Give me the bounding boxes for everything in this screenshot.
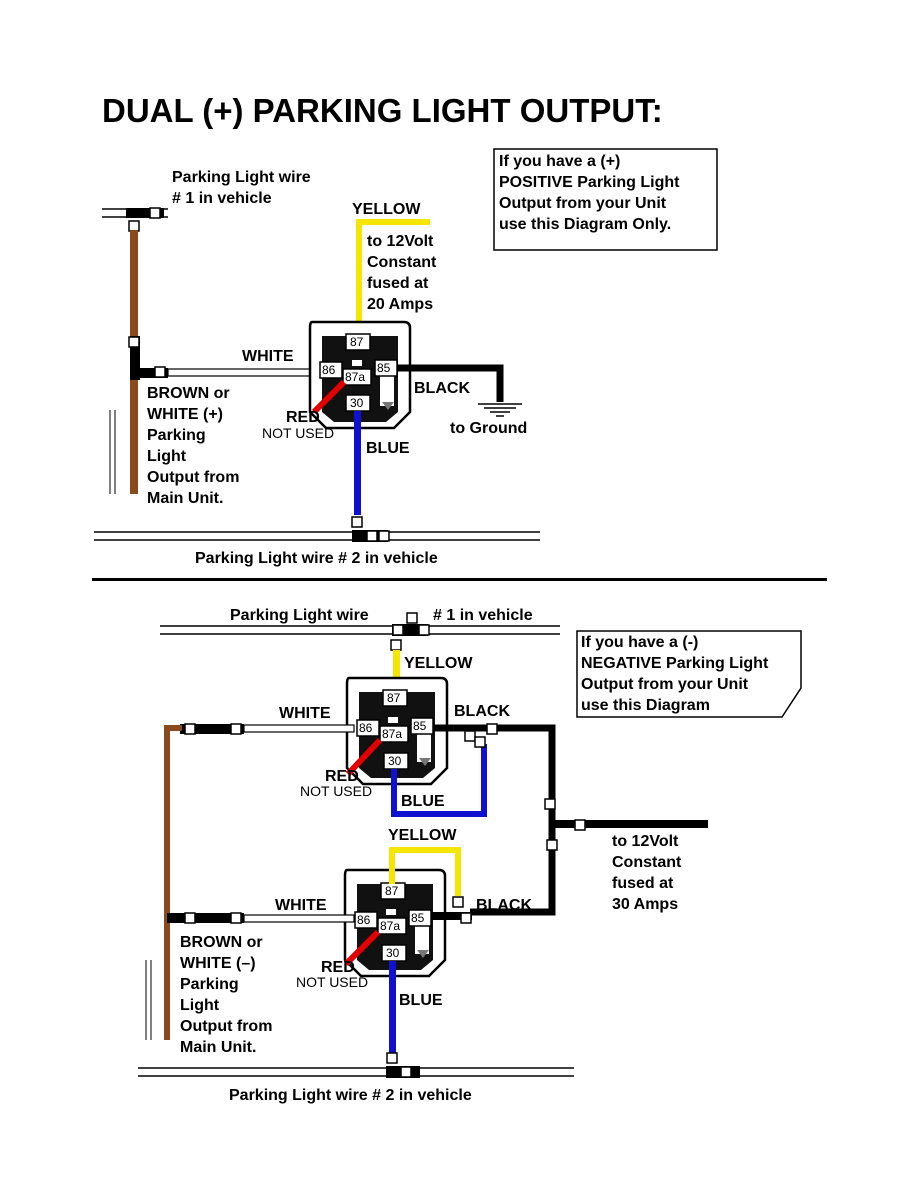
black-label: BLACK <box>414 380 470 397</box>
b-wire1-right-label: # 1 in vehicle <box>433 607 533 624</box>
yellow-label: YELLOW <box>352 201 421 218</box>
negative-note-line2: NEGATIVE Parking Light <box>581 655 769 672</box>
red-label: RED <box>286 409 320 426</box>
r1-pin-86: 86 <box>359 721 373 735</box>
positive-note-line3: Output from your Unit <box>499 195 667 212</box>
brown-label-line3: Parking <box>147 427 206 444</box>
b-supply-line1: to 12Volt <box>612 833 679 850</box>
b-supply-line4: 30 Amps <box>612 896 678 913</box>
r2-not-used-label: NOT USED <box>296 974 368 990</box>
section-divider <box>92 578 827 581</box>
r1-white-label: WHITE <box>279 705 331 722</box>
pin-87a: 87a <box>345 370 365 384</box>
red-wire <box>311 379 347 415</box>
r2-red-label: RED <box>321 959 355 976</box>
bottom-diagram: 87 86 87a 85 30 87 <box>138 607 802 1104</box>
b-brown-line2: WHITE (–) <box>180 955 256 972</box>
r1-yellow-label: YELLOW <box>404 655 473 672</box>
pin-86: 86 <box>322 363 336 377</box>
blue-wire <box>354 411 361 515</box>
yellow-wire <box>356 219 430 338</box>
r2-yellow-wire <box>389 847 461 896</box>
b-wire1-left-label: Parking Light wire <box>230 607 369 624</box>
top-diagram: 87 86 87a 85 30 Parking Light wire # 1 i… <box>94 148 718 567</box>
r2-pin-30: 30 <box>386 946 400 960</box>
brown-wire-bottom <box>164 725 182 1040</box>
r2-pin-86: 86 <box>357 913 371 927</box>
black-bus-wire <box>434 724 556 916</box>
b-brown-line1: BROWN or <box>180 934 263 951</box>
supply-line2: Constant <box>367 254 437 271</box>
wire1-label-line1: Parking Light wire <box>172 169 311 186</box>
r2-pin-85: 85 <box>411 911 425 925</box>
b-brown-line3: Parking <box>180 976 239 993</box>
pin-85: 85 <box>377 361 391 375</box>
r1-not-used-label: NOT USED <box>300 783 372 799</box>
wire2-label: Parking Light wire # 2 in vehicle <box>195 550 438 567</box>
r1-red-label: RED <box>325 768 359 785</box>
b-brown-line5: Output from <box>180 1018 272 1035</box>
supply-line1: to 12Volt <box>367 233 434 250</box>
supply-line4: 20 Amps <box>367 296 433 313</box>
r2-pin-87: 87 <box>385 884 399 898</box>
ground-label: to Ground <box>450 420 527 437</box>
r2-white-label: WHITE <box>275 897 327 914</box>
r1-blue-label: BLUE <box>401 793 445 810</box>
positive-note-box <box>493 148 718 251</box>
black-wire <box>398 364 504 402</box>
page-title: DUAL (+) PARKING LIGHT OUTPUT: <box>102 92 663 129</box>
positive-note-line2: POSITIVE Parking Light <box>499 174 680 191</box>
blue-label: BLUE <box>366 440 410 457</box>
b-supply-line3: fused at <box>612 875 674 892</box>
r1-pin-87a: 87a <box>382 727 402 741</box>
r1-pin-85: 85 <box>413 719 427 733</box>
r1-black-label: BLACK <box>454 703 510 720</box>
r2-black-label: BLACK <box>476 897 532 914</box>
negative-note-line3: Output from your Unit <box>581 676 749 693</box>
pin-87: 87 <box>350 335 364 349</box>
r1-red-wire <box>345 737 383 777</box>
brown-label-line2: WHITE (+) <box>147 406 223 423</box>
pin-30: 30 <box>350 396 364 410</box>
negative-note-box <box>576 630 802 718</box>
b-supply-line2: Constant <box>612 854 682 871</box>
negative-note-line1: If you have a (-) <box>581 634 698 651</box>
r2-blue-label: BLUE <box>399 992 443 1009</box>
brown-label-line6: Main Unit. <box>147 490 223 507</box>
white-label: WHITE <box>242 348 294 365</box>
r1-blue-wire <box>391 744 487 817</box>
r2-blue-wire <box>389 961 396 1057</box>
r2-pin-87a: 87a <box>380 919 400 933</box>
brown-label-line5: Output from <box>147 469 239 486</box>
b-brown-line4: Light <box>180 997 220 1014</box>
r2-yellow-label: YELLOW <box>388 827 457 844</box>
negative-note-line4: use this Diagram <box>581 697 710 714</box>
r1-pin-30: 30 <box>388 754 402 768</box>
not-used-label: NOT USED <box>262 425 334 441</box>
brown-label-line1: BROWN or <box>147 385 230 402</box>
r1-yellow-wire <box>393 650 400 692</box>
r2-red-wire <box>343 929 381 967</box>
r1-pin-87: 87 <box>387 691 401 705</box>
b-brown-line6: Main Unit. <box>180 1039 256 1056</box>
positive-note-line4: use this Diagram Only. <box>499 216 671 233</box>
white-wire <box>167 368 321 377</box>
brown-label-line4: Light <box>147 448 187 465</box>
wire1-label-line2: # 1 in vehicle <box>172 190 272 207</box>
supply-wire <box>552 820 708 828</box>
positive-note-line1: If you have a (+) <box>499 153 620 170</box>
b-wire2-label: Parking Light wire # 2 in vehicle <box>229 1087 472 1104</box>
supply-line3: fused at <box>367 275 429 292</box>
